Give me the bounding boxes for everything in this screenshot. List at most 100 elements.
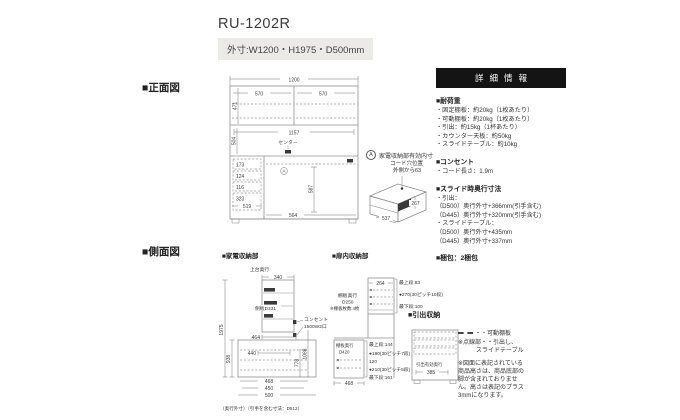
dim-total-width: 1200 (288, 78, 299, 84)
outer-dimensions-badge: 外寸:W1200・H1975・D500mm (218, 38, 374, 60)
appliance-note-title: A 家電収納部有効内寸 (366, 150, 433, 160)
front-view-drawing: 1200 570 570 471 1157 504 センター 173 124 1… (229, 76, 359, 224)
dim-1088: 1088 (303, 348, 309, 359)
appliance-side-label: ■家電収納部 (222, 251, 259, 260)
details-section-package: ■梱包：2梱包 (436, 252, 566, 262)
detail-item: ・コード長さ：1.9m (436, 167, 494, 175)
upper-bottom-annotation: 最下段:100 (399, 303, 423, 310)
dim-door-right: 570 (319, 92, 328, 98)
dim-468: 468 (265, 379, 274, 385)
dim-slide-depth: 440 (248, 351, 257, 357)
height-footnote: ※図面に表記されている商品高さは、商品底部の脚が含まれておりません。高さは表記の… (458, 361, 525, 399)
detail-item: （D445）奥行外寸+337mm (436, 237, 513, 245)
dim-counter-depth: 464 (252, 335, 261, 341)
lower-mid-annotation: 120 (369, 359, 377, 365)
page-title: RU-1202R (218, 16, 291, 32)
shelf-depth-upper-label: 棚板奥行 (338, 292, 357, 299)
door-storage-label: ■扉内収納部 (332, 251, 369, 260)
dim-drawer-3: 116 (236, 185, 244, 191)
dim-drawer-depth: 385 (427, 370, 436, 376)
detail-item: ・引出： (436, 194, 461, 202)
appliance-mark-circle (280, 167, 288, 175)
dim-drawer-1: 173 (236, 163, 245, 169)
dim-drawer-col-width: 519 (243, 204, 252, 210)
side-panel-label: 側板D331 (255, 305, 276, 312)
dim-mid-height: 504 (232, 137, 238, 146)
front-view-label: ■正面図 (142, 82, 180, 94)
appliance-icon (264, 288, 275, 292)
shelf-depth-lower-value: D420 (339, 350, 350, 355)
movable-shelf-line-icon (458, 332, 473, 335)
detail-item: （D445）奥行外寸+320mm(引手含む) (436, 211, 542, 219)
side-view-label: ■側面図 (142, 246, 180, 258)
center-label: センター (278, 139, 297, 146)
section-heading: ■耐荷重 (436, 98, 461, 105)
drawer-inner-label: 引出有効奥行 (416, 361, 443, 368)
drawing-legend: ・・可動棚板 ※点線部・・引出し、 スライドテーブル (458, 330, 524, 356)
detail-item: ・引出：約15kg（1杯あたり） (436, 124, 521, 132)
cord-hole-note-line2: 外側から63 (393, 168, 422, 174)
detail-item: （D500）奥行外寸+366mm(引手含む) (436, 203, 542, 211)
lower-pitch2-annotation: ●210(30ピッチ5段) (369, 366, 411, 373)
appliance-inner-height: 267 (411, 201, 420, 207)
detail-item: ・スライドテーブル： (436, 220, 498, 228)
outlet-icon (285, 150, 291, 154)
detail-item: ・可動棚板：約20kg（1枚あたり） (436, 115, 534, 123)
lower-pitch1-annotation: ●180(30ピッチ7段) (369, 350, 411, 357)
dim-500: 500 (265, 393, 274, 399)
dim-right-height: 587 (309, 185, 315, 194)
dim-top-width: 264 (376, 281, 385, 287)
detail-item: （D500）奥行外寸+435mm (436, 228, 513, 236)
upper-pitch-annotation: ●270(30ピッチ10段) (399, 291, 443, 298)
appliance-icon (264, 314, 273, 318)
detail-item: ・スライドテーブル：約10kg (436, 141, 518, 149)
lower-top-annotation: 最上段:144 (369, 341, 393, 348)
side-view-drawer-drawing: 引出有効奥行 385 (411, 329, 459, 384)
details-header: 詳細情報 (436, 68, 566, 88)
circled-a-icon: A (366, 150, 376, 160)
outlet-icon (293, 333, 297, 337)
appliance-inner-sketch: 267 537 (368, 176, 428, 224)
detail-item: ・固定棚板：約20kg（1枚あたり） (436, 107, 534, 114)
outlet-label-line2: 1500W2口 (304, 324, 327, 330)
shelf-depth-upper-value: D250 (342, 300, 354, 306)
dim-right-width: 564 (289, 213, 298, 219)
drawer-storage-label: ■引出収納 (408, 312, 441, 319)
appliance-inner-width: 537 (382, 216, 391, 222)
dim-upper-height: 471 (233, 102, 239, 111)
dim-drawer-2: 124 (236, 174, 245, 180)
details-section-outlet: ■コンセント ・コード長さ：1.9m (436, 156, 566, 177)
upper-top-annotation: 最上段:83 (399, 279, 420, 286)
appliance-icon (264, 301, 277, 305)
legend-dotted-line1: ※点線部・・引出し、 (458, 339, 518, 346)
outlet-icon (347, 159, 353, 163)
shelf-count-note: ※棚板枚数:4枚 (330, 305, 360, 312)
cord-hole-icon (400, 187, 404, 190)
dim-door-left: 570 (255, 92, 264, 98)
appliance-mark: A (283, 169, 286, 174)
shelf-depth-lower-label: 棚板奥行 (336, 342, 354, 349)
section-heading: ■コンセント (436, 158, 475, 166)
dim-bottom-width: 468 (345, 381, 354, 387)
dim-top-depth: 340 (274, 275, 283, 281)
dim-height-total: 1975 (219, 324, 225, 335)
outlet-icon (293, 320, 297, 324)
detail-item: ・カウンター天板：約50kg (436, 132, 512, 140)
side-view-door-storage-drawing: ■扉内収納部 264 最上段:83 ●270(30ピッチ10段) 最下段:100… (330, 251, 443, 387)
cord-hole-note-line1: コード穴位置 (390, 161, 424, 167)
legend-movable: ・・可動棚板 (475, 331, 512, 337)
dim-450: 450 (265, 386, 274, 392)
section-heading: ■梱包：2梱包 (436, 255, 478, 263)
dim-drawer-4: 323 (236, 197, 245, 203)
side-view-appliance-drawing: ■家電収納部 上台奥行 340 側板D331 コンセント 1500W2口 464… (219, 251, 328, 412)
details-section-slide-depth: ■スライド時奥行寸法 ・引出： （D500）奥行外寸+366mm(引手含む) （… (436, 183, 566, 247)
top-depth-label: 上台奥行 (250, 266, 269, 273)
legend-dotted-line2: スライドテーブル (476, 348, 524, 354)
dim-mid-width: 1157 (289, 131, 300, 137)
lower-bottom-annotation: 最下段:161 (369, 374, 393, 381)
dim-height-lower: 938 (226, 355, 232, 364)
depth-note: （奥行外寸）（引手を含む寸法：D512） (220, 405, 302, 412)
section-heading: ■スライド時奥行寸法 (436, 185, 502, 193)
dim-778: 778 (295, 359, 301, 368)
